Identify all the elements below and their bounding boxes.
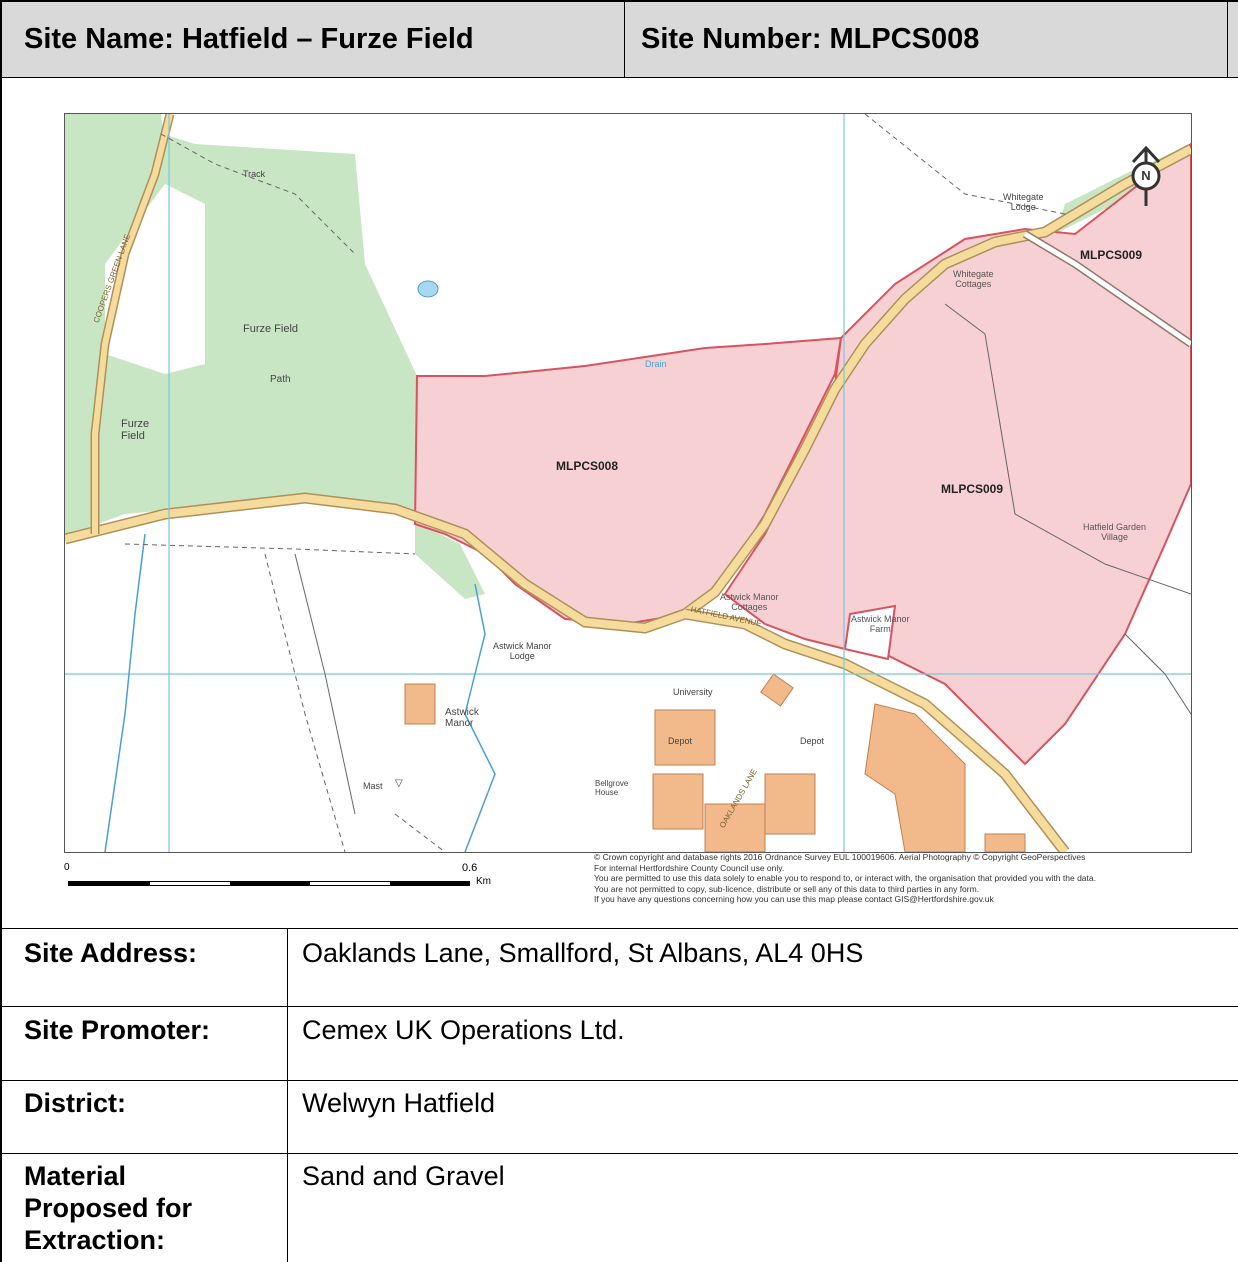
label-path: Path xyxy=(270,374,291,385)
scale-unit: Km xyxy=(476,876,491,887)
site-address-label: Site Address: xyxy=(24,938,198,968)
header-row xyxy=(0,0,1238,78)
label-mast: Mast xyxy=(363,781,383,791)
district-label: District: xyxy=(24,1088,127,1118)
map-copyright: © Crown copyright and database rights 20… xyxy=(594,852,1096,904)
label-depot-2: Depot xyxy=(800,736,825,746)
grid-lines xyxy=(65,114,1191,852)
pond xyxy=(417,280,439,298)
label-depot-1: Depot xyxy=(668,736,693,746)
mlpcs009-notch xyxy=(843,604,897,661)
stream xyxy=(104,533,146,852)
site-location-map: MLPCS008 MLPCS009 MLPCS009 Furze Field F… xyxy=(64,113,1192,853)
label-mlpcs008: MLPCS008 xyxy=(556,459,619,473)
site-name-heading: Site Name: Hatfield – Furze Field xyxy=(24,22,474,55)
site-promoter-label: Site Promoter: xyxy=(24,1015,211,1045)
label-track: Track xyxy=(243,169,266,179)
mast-triangle-icon: ▽ xyxy=(395,778,403,789)
stream-2 xyxy=(464,583,496,852)
industrial-buildings xyxy=(404,673,1026,852)
label-drain: Drain xyxy=(645,359,667,369)
north-arrow-icon xyxy=(1131,145,1161,206)
scale-start: 0 xyxy=(64,862,70,873)
material-label: Material Proposed for Extraction: xyxy=(24,1161,193,1255)
label-mlpcs009-north: MLPCS009 xyxy=(1080,248,1143,262)
site-address-value: Oaklands Lane, Smallford, St Albans, AL4… xyxy=(302,938,864,968)
map-svg xyxy=(65,114,1191,852)
district-value: Welwyn Hatfield xyxy=(302,1088,496,1118)
north-label: N xyxy=(1141,168,1151,183)
label-university: University xyxy=(673,687,713,697)
label-mlpcs009-east: MLPCS009 xyxy=(941,482,1004,496)
label-furze-field: Furze Field xyxy=(243,323,299,335)
site-number-heading: Site Number: MLPCS008 xyxy=(641,22,980,55)
site-promoter-value: Cemex UK Operations Ltd. xyxy=(302,1015,625,1045)
material-value: Sand and Gravel xyxy=(302,1161,505,1191)
scale-end: 0.6 xyxy=(462,862,478,874)
